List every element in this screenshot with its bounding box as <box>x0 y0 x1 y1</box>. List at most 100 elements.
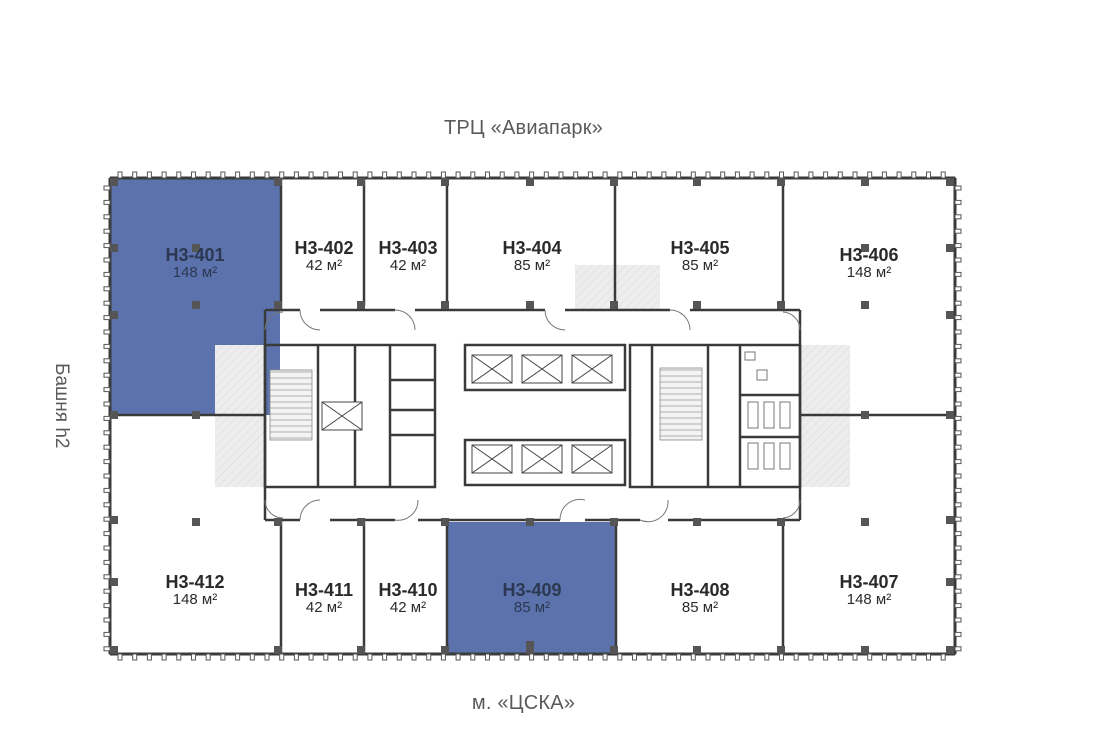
mullion-tick <box>543 653 549 661</box>
mullion-tick <box>734 653 740 661</box>
mullion-tick <box>440 653 446 661</box>
mullion-tick <box>896 653 902 661</box>
column <box>777 646 785 654</box>
mullion-tick <box>191 653 196 661</box>
column <box>861 244 869 252</box>
building-core <box>263 343 802 489</box>
column <box>274 646 282 654</box>
column <box>946 311 954 319</box>
mullion-tick <box>396 171 402 179</box>
mullion-tick <box>323 171 329 179</box>
mullion-tick <box>617 653 623 661</box>
column <box>526 641 534 649</box>
column <box>861 646 869 654</box>
column <box>777 301 785 309</box>
mullion-tick <box>720 653 726 661</box>
mullion-tick <box>514 653 520 661</box>
mullion-tick <box>837 653 843 661</box>
mullion-tick <box>587 171 593 179</box>
elevator-car <box>521 354 563 384</box>
mullion-tick <box>954 257 962 263</box>
mullion-tick <box>954 329 962 335</box>
mullion-tick <box>426 653 432 661</box>
mullion-tick <box>470 171 476 179</box>
mullion-tick <box>293 171 299 179</box>
mullion-tick <box>632 653 637 661</box>
mullion-tick <box>103 516 111 522</box>
mullion-tick <box>911 171 917 179</box>
column <box>526 518 534 526</box>
mullion-tick <box>382 653 388 661</box>
mullion-tick <box>793 171 799 179</box>
unit-n3-411-area[interactable] <box>283 522 363 654</box>
mullion-tick <box>132 171 138 179</box>
mullion-tick <box>499 653 505 661</box>
elevator-car <box>471 354 513 384</box>
mullion-tick <box>646 171 652 179</box>
mullion-tick <box>103 343 111 349</box>
mullion-tick <box>249 653 255 661</box>
mullion-tick <box>954 502 962 508</box>
column <box>861 518 869 526</box>
mullion-tick <box>367 653 373 661</box>
mullion-tick <box>323 653 329 661</box>
elevator-car <box>571 354 613 384</box>
mullion-tick <box>602 653 608 661</box>
mullion-tick <box>264 653 270 661</box>
column <box>946 578 954 586</box>
mullion-tick <box>954 545 962 551</box>
mullion-tick <box>103 300 111 306</box>
column <box>192 411 200 419</box>
mullion-tick <box>705 653 711 661</box>
unit-n3-410-area[interactable] <box>366 522 446 654</box>
mullion-tick <box>103 617 111 623</box>
mullion-tick <box>911 653 917 661</box>
mullion-tick <box>749 653 755 661</box>
mullion-tick <box>176 171 182 179</box>
mullion-tick <box>646 653 652 661</box>
mullion-tick <box>954 588 962 594</box>
column <box>274 518 282 526</box>
mullion-tick <box>954 243 962 249</box>
mullion-tick <box>954 516 962 522</box>
unit-n3-402-area[interactable] <box>283 178 363 306</box>
mullion-tick <box>676 171 682 179</box>
column <box>693 518 701 526</box>
mullion-tick <box>954 603 962 609</box>
mullion-tick <box>279 171 285 179</box>
unit-n3-403-area[interactable] <box>366 178 446 306</box>
column <box>110 311 118 319</box>
mullion-tick <box>411 653 417 661</box>
mullion-tick <box>529 171 535 179</box>
mullion-tick <box>734 171 740 179</box>
column <box>110 578 118 586</box>
mullion-tick <box>954 199 962 205</box>
mullion-tick <box>940 171 946 179</box>
column <box>110 411 118 419</box>
column <box>946 516 954 524</box>
mullion-tick <box>103 286 111 292</box>
mullion-tick <box>558 171 564 179</box>
mullion-tick <box>954 487 962 493</box>
mullion-tick <box>161 171 167 179</box>
column <box>526 301 534 309</box>
elevator-car <box>571 444 613 474</box>
unit-n3-409-area[interactable] <box>448 522 616 654</box>
mullion-tick <box>764 653 770 661</box>
mullion-tick <box>808 171 814 179</box>
mullion-tick <box>117 653 123 661</box>
mullion-tick <box>954 430 962 436</box>
column <box>861 178 869 186</box>
column <box>110 244 118 252</box>
mullion-tick <box>617 171 623 179</box>
unit-n3-408-area[interactable] <box>618 522 783 654</box>
mullion-tick <box>103 257 111 263</box>
mullion-tick <box>543 171 549 179</box>
mullion-tick <box>954 559 962 565</box>
mullion-tick <box>779 171 784 179</box>
mullion-tick <box>881 171 887 179</box>
mullion-tick <box>220 653 226 661</box>
mullion-tick <box>426 171 432 179</box>
mullion-tick <box>293 653 299 661</box>
mullion-tick <box>338 653 343 661</box>
